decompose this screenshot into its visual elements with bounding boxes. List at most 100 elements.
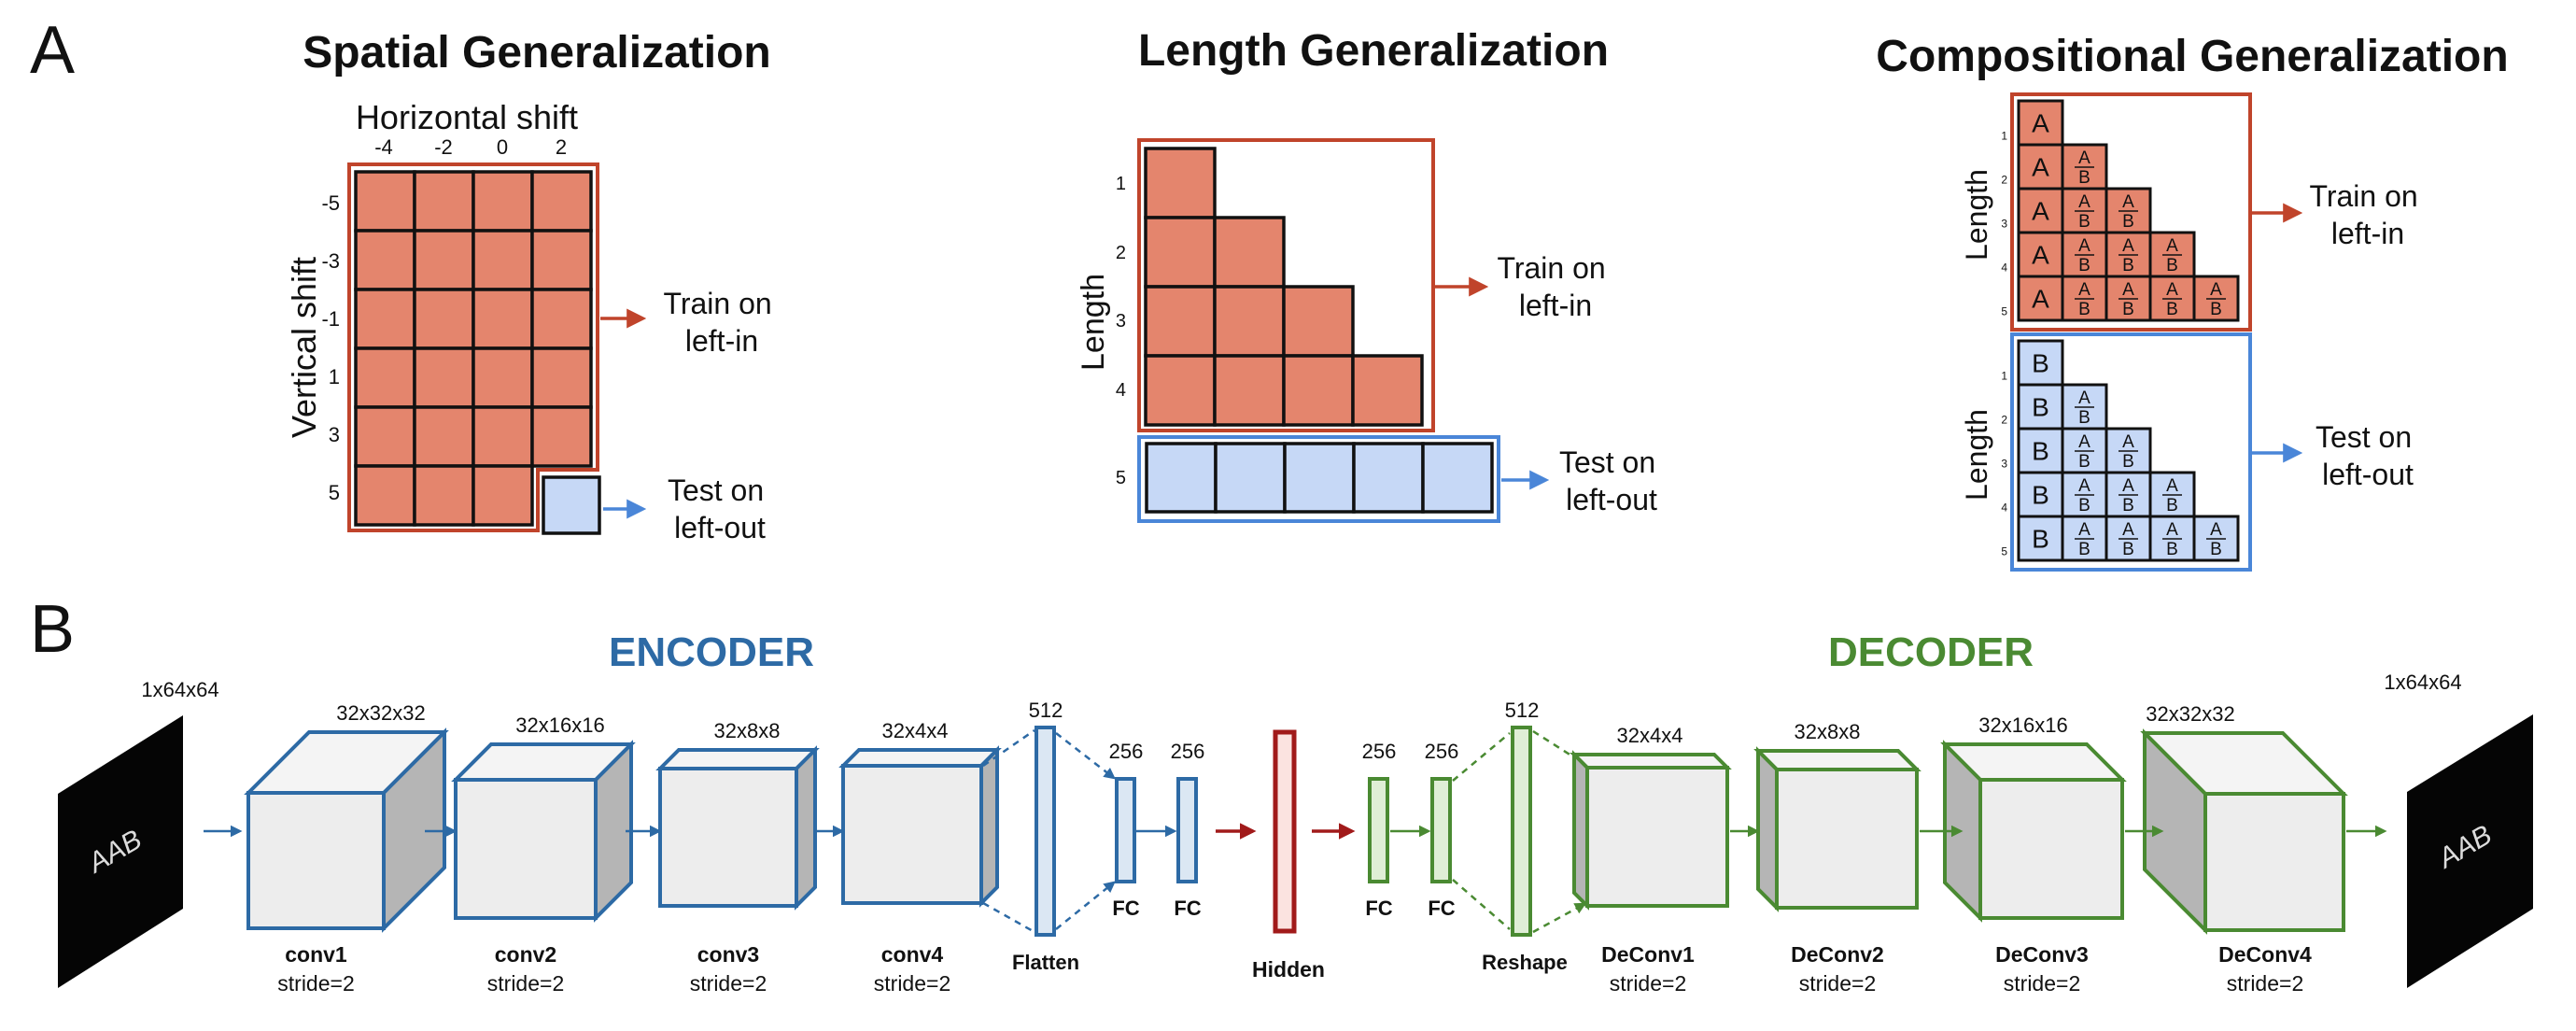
- comp-test-frac-bottom: B: [2166, 496, 2178, 516]
- comp-train-frac-bottom: B: [2166, 300, 2178, 319]
- comp-train-frac-bottom: B: [2078, 256, 2090, 275]
- encoder-layer-name: conv4: [881, 942, 944, 967]
- spatial-train-cell: [530, 405, 593, 468]
- cube-side: [1572, 750, 1589, 911]
- flatten-dims: 512: [1029, 699, 1063, 722]
- comp-train-letter: A: [2032, 285, 2049, 314]
- cube-top: [1570, 753, 1732, 770]
- comp-train-frac-bottom: B: [2122, 300, 2134, 319]
- decoder-stride: stride=2: [1610, 971, 1686, 996]
- x-tick: -4: [374, 135, 393, 159]
- dashed-connector: [1452, 732, 1511, 782]
- decoder-fc-name: FC: [1428, 897, 1455, 920]
- spatial-train-cell: [413, 288, 475, 350]
- reshape-dims: 512: [1505, 699, 1540, 722]
- dashed-connector: [1452, 879, 1511, 930]
- autoencoder-network: AAB1x64x64AAB1x64x6432x32x32conv1stride=…: [58, 671, 2533, 996]
- spatial-train-cell: [413, 229, 475, 291]
- length-test-cell: [1145, 442, 1218, 514]
- cube-front: [1775, 768, 1919, 910]
- length-train-cell: [1213, 354, 1286, 427]
- panel-b-label: B: [30, 592, 75, 667]
- cube-front: [454, 778, 598, 920]
- spatial-train-cell: [472, 170, 534, 233]
- length-test-label: Test on left-out: [1559, 445, 1664, 516]
- comp-train-frac-bottom: B: [2210, 300, 2222, 319]
- length-test-outline: [1137, 435, 1500, 523]
- comp-test-frac-top: A: [2166, 520, 2178, 540]
- input-image: AAB: [58, 715, 183, 988]
- comp-test-frac-top: A: [2122, 476, 2134, 496]
- cube-top: [838, 748, 1002, 768]
- dashed-connector: [982, 728, 1035, 768]
- y-tick: 5: [1116, 468, 1126, 488]
- encoder-stride: stride=2: [487, 971, 564, 996]
- y-tick: 2: [1116, 243, 1126, 263]
- comp-test-frac-top: A: [2166, 476, 2178, 496]
- comp-test-cell: [2017, 515, 2064, 562]
- encoder-fc-name: FC: [1112, 897, 1139, 920]
- length-y-axis-label: Length: [1076, 274, 1111, 371]
- spatial-train-cell: [472, 229, 534, 291]
- cube-side: [795, 745, 817, 911]
- comp-test-frac-bottom: B: [2166, 540, 2178, 559]
- encoder-cube: [244, 727, 449, 933]
- encoder-dims: 32x16x16: [515, 713, 604, 737]
- decoder-title: DECODER: [1828, 629, 2034, 675]
- comp-train-frac-top: A: [2122, 192, 2134, 212]
- dashed-connector: [1532, 902, 1587, 934]
- spatial-train-label: Train on left-in: [663, 287, 780, 358]
- spatial-train-cell: [354, 464, 416, 527]
- encoder-fc-bar: [1115, 777, 1136, 883]
- encoder-fc-name: FC: [1174, 897, 1201, 920]
- cube-side: [979, 745, 999, 908]
- spatial-x-ticks: -4 -2 0 2: [374, 135, 567, 159]
- spatial-train-cell: [530, 170, 593, 233]
- length-train-cell: [1144, 285, 1217, 358]
- comp-train-frac-top: A: [2078, 280, 2090, 300]
- decoder-stride: stride=2: [2004, 971, 2080, 996]
- spatial-y-ticks: -5 -3 -1 1 3 5: [321, 191, 340, 504]
- length-test-cell: [1283, 442, 1356, 514]
- row-tick: 4: [2001, 261, 2007, 275]
- comp-test-frac-bottom: B: [2210, 540, 2222, 559]
- spatial-train-cell: [354, 346, 416, 409]
- y-tick: 1: [1116, 174, 1126, 194]
- encoder-layer-name: conv3: [697, 942, 759, 967]
- decoder-cube: [1940, 740, 2127, 923]
- compositional-title: Compositional Generalization: [1876, 32, 2508, 81]
- encoder-fc-dims: 256: [1171, 740, 1205, 763]
- comp-train-frac-bottom: B: [2078, 168, 2090, 188]
- spatial-train-cell: [413, 170, 475, 233]
- spatial-test-line2: left-out: [674, 511, 766, 544]
- encoder-dims: 32x32x32: [336, 701, 425, 725]
- spatial-train-cell: [413, 464, 475, 527]
- comp-train-y-axis-label: Length: [1960, 169, 1993, 261]
- comp-train-cell: [2192, 275, 2240, 322]
- flatten-bar: [1035, 726, 1056, 937]
- length-test-row: [1145, 442, 1494, 514]
- row-tick: 4: [2001, 501, 2007, 515]
- comp-train-frac-top: A: [2078, 148, 2090, 168]
- decoder-dims: 32x8x8: [1795, 720, 1861, 743]
- encoder-fc-dims: 256: [1109, 740, 1144, 763]
- cube-front: [1585, 766, 1729, 908]
- comp-train-line2: left-in: [2331, 217, 2404, 250]
- cube-side: [1756, 746, 1779, 912]
- decoder-stride: stride=2: [2227, 971, 2303, 996]
- cube-front: [246, 791, 386, 930]
- length-test-cell: [1421, 442, 1494, 514]
- spatial-train-cell: [530, 288, 593, 350]
- length-train-cell: [1282, 285, 1355, 358]
- length-generalization: Length Generalization Length 1 2 3 4 5 T…: [1076, 26, 1664, 523]
- comp-train-frac-top: A: [2078, 236, 2090, 256]
- length-train-line1: Train on: [1497, 251, 1605, 285]
- length-title: Length Generalization: [1138, 26, 1609, 76]
- y-tick: -3: [321, 249, 340, 273]
- reshape-name: Reshape: [1482, 951, 1568, 974]
- spatial-test-line1: Test on: [668, 473, 764, 507]
